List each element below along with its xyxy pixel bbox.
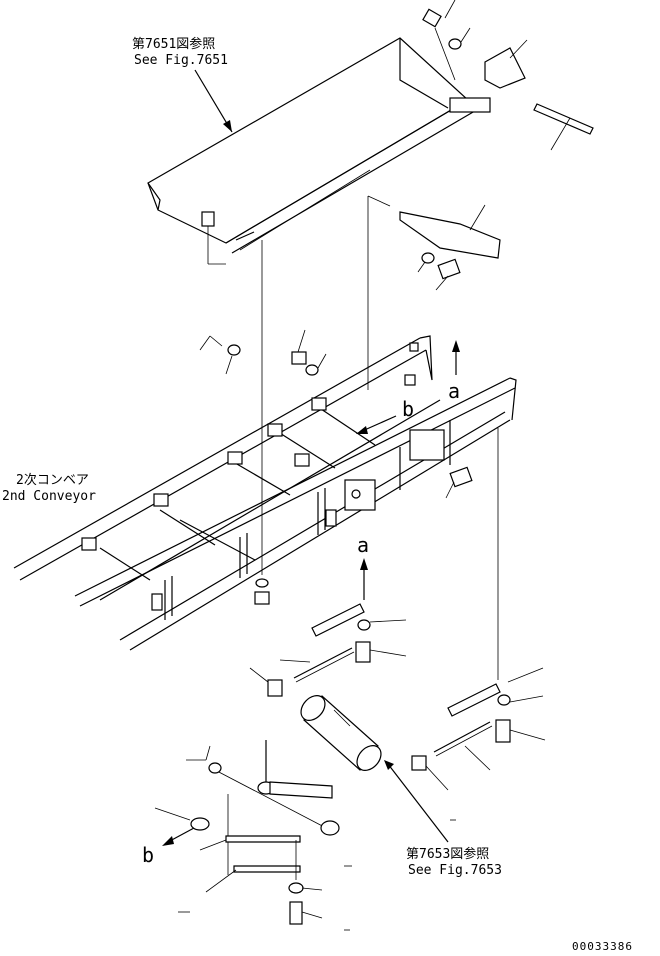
marker-a-top-arrow: [452, 340, 460, 375]
take-up-screw: [279, 647, 355, 683]
bottom-washer-2: [288, 882, 323, 894]
bottom-washer: [186, 745, 222, 774]
frame-bottom-nut: [254, 578, 270, 605]
frame-right-bolt: [445, 466, 473, 499]
right-take-up-channel: [447, 667, 544, 717]
ref-7651-jp-label: 第7651図参照: [132, 36, 215, 52]
center-block: [344, 429, 445, 511]
marker-b-bottom-arrow: [162, 827, 195, 846]
cover-hopper: [147, 37, 491, 254]
top-bolt: [422, 0, 456, 28]
frame-top-nut: [291, 329, 307, 365]
bottom-bracket-assembly: [214, 740, 333, 875]
roller-block: [411, 755, 449, 791]
guide-lines: [261, 195, 499, 680]
conveyor-jp-label: 2次コンベア: [16, 472, 89, 488]
marker-b-top-label: b: [402, 397, 414, 421]
right-bolt: [495, 719, 546, 743]
ref-7653-jp-label: 第7653図参照: [406, 846, 489, 862]
uprights: [164, 420, 451, 620]
conveyor-frame: [13, 335, 517, 651]
top-rod: [533, 103, 594, 151]
marker-a-mid-arrow: [360, 558, 368, 600]
bottom-bolt-2: [289, 901, 323, 925]
take-up-bolt: [355, 641, 407, 663]
take-up-block: [249, 667, 283, 697]
ref-7651-en-label: See Fig.7651: [134, 53, 228, 68]
ref-7653-leader: [384, 760, 449, 843]
frame-brackets: [81, 342, 419, 611]
top-washer: [448, 27, 471, 50]
side-bracket: [399, 204, 501, 259]
marker-a-top-label: a: [448, 379, 460, 403]
frame-top-washer: [305, 353, 327, 376]
right-screw: [433, 721, 493, 771]
frame-left-washer: [199, 335, 241, 375]
cross-members: [99, 404, 376, 581]
bottom-plate-1: [199, 835, 301, 851]
drawing-number: 00033386: [572, 940, 633, 953]
bottom-bolt-left: [154, 807, 210, 831]
roller: [300, 695, 382, 771]
bottom-bolt-right: [320, 820, 340, 836]
marker-b-top-arrow: [356, 415, 397, 434]
take-up-channel: [311, 603, 365, 637]
ref-7653-en-label: See Fig.7653: [408, 863, 502, 878]
cover-bolt: [201, 211, 226, 265]
right-washer: [497, 694, 544, 706]
ref-7651-leader: [194, 69, 233, 133]
conveyor-en-label: 2nd Conveyor: [2, 489, 96, 504]
side-washer: [417, 252, 435, 273]
marker-b-bottom-label: b: [142, 843, 154, 867]
bottom-plate-2: [205, 865, 301, 893]
side-bolt: [435, 258, 461, 291]
top-bracket-plate: [484, 39, 528, 89]
take-up-washer: [357, 619, 407, 631]
marker-a-mid-label: a: [357, 533, 369, 557]
